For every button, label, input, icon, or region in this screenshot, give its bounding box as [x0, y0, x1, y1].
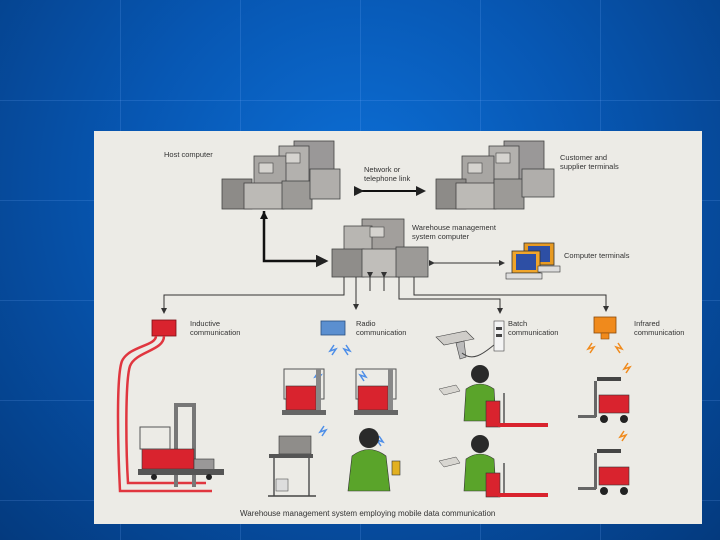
inductive-label: Inductive communication: [190, 319, 241, 337]
host-wms-connector: [260, 211, 329, 268]
forklift-icon-bottom: [578, 449, 630, 495]
host-computer-label: Host computer: [164, 150, 213, 159]
wms-computer-label: Warehouse management system computer: [412, 223, 496, 241]
batch-operator-icon-top: [438, 365, 548, 428]
radio-truck-icon-left: [282, 368, 326, 415]
warehouse-diagram: Host computer Network or telephone link …: [94, 131, 702, 524]
inductive-unit-icon: [116, 319, 212, 493]
order-picker-truck-icon: [138, 403, 224, 487]
wms-computer-icon: [331, 218, 429, 278]
figure-caption: Warehouse management system employing mo…: [240, 509, 496, 518]
computer-terminals-icon: [505, 242, 561, 280]
forklift-icon-top: [578, 377, 630, 423]
batch-operator-icon-bottom: [438, 435, 548, 498]
infrared-signal-icons: [586, 342, 632, 442]
customer-terminals-label: Customer and supplier terminals: [560, 153, 619, 171]
radio-truck-icon-right: [354, 368, 398, 415]
host-computer-icon: [221, 140, 341, 210]
diagram-drawing: [116, 140, 632, 498]
radio-operator-icon: [347, 428, 401, 492]
radio-label: Radio communication: [356, 319, 407, 337]
radio-cart-terminal-icon: [268, 435, 316, 497]
infrared-label: Infrared communication: [634, 319, 685, 337]
computer-terminals-label: Computer terminals: [564, 251, 630, 260]
batch-scanner-icon: [435, 320, 505, 360]
customer-terminals-icon: [435, 140, 555, 210]
batch-label: Batch communication: [508, 319, 559, 337]
radio-unit-icon: [320, 320, 346, 336]
wms-distribution-lines: [161, 272, 609, 314]
infrared-unit-icon: [593, 316, 617, 340]
network-link-label: Network or telephone link: [364, 165, 411, 183]
